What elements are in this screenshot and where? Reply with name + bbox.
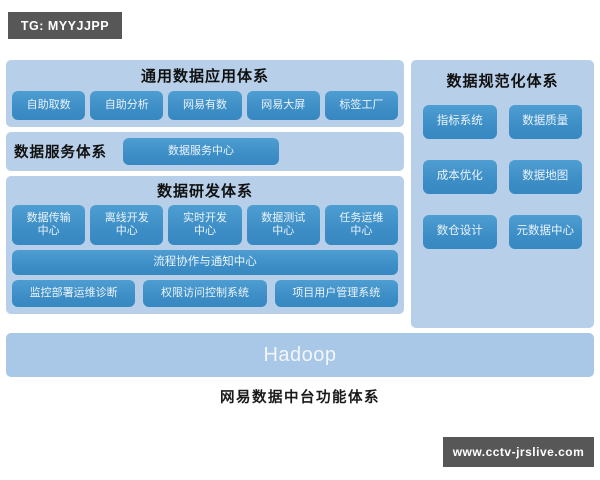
development-centers-row: 数据传输 中心 离线开发 中心 实时开发 中心 数据测试 中心 任务运维 中心 (12, 205, 399, 245)
chip-access-control-system[interactable]: 权限访问控制系统 (143, 280, 267, 307)
chip-data-service-center[interactable]: 数据服务中心 (123, 138, 279, 165)
watermark-top-left: TG: MYYJJPP (8, 12, 122, 39)
chip-warehouse-design[interactable]: 数仓设计 (423, 215, 497, 249)
chip-self-service-analysis[interactable]: 自助分析 (90, 91, 164, 120)
chip-data-transfer-center[interactable]: 数据传输 中心 (12, 205, 86, 245)
diagram-caption: 网易数据中台功能体系 (220, 390, 380, 406)
chip-realtime-development-center[interactable]: 实时开发 中心 (168, 205, 242, 245)
chip-netease-bigscreen[interactable]: 网易大屏 (246, 91, 320, 120)
chip-netease-youdata[interactable]: 网易有数 (168, 91, 242, 120)
chip-project-user-management-system[interactable]: 项目用户管理系统 (274, 280, 398, 307)
panel-service-system-title: 数据服务体系 (14, 145, 107, 161)
chip-task-operations-center[interactable]: 任务运维 中心 (324, 205, 399, 245)
development-system-rows: 数据传输 中心 离线开发 中心 实时开发 中心 数据测试 中心 任务运维 中心 … (12, 205, 399, 307)
panel-application-system: 通用数据应用体系 自助取数 自助分析 网易有数 网易大屏 标签工厂 (6, 60, 404, 127)
architecture-diagram: 通用数据应用体系 自助取数 自助分析 网易有数 网易大屏 标签工厂 数据服务体系… (0, 56, 600, 406)
left-column: 通用数据应用体系 自助取数 自助分析 网易有数 网易大屏 标签工厂 数据服务体系… (6, 60, 404, 328)
application-system-items: 自助取数 自助分析 网易有数 网易大屏 标签工厂 (12, 91, 399, 120)
panel-development-system: 数据研发体系 数据传输 中心 离线开发 中心 实时开发 中心 数据测试 中心 任… (6, 176, 404, 314)
panel-standardization-system: 数据规范化体系 指标系统 数据质量 成本优化 数据地图 数仓设计 元数据中心 (411, 60, 594, 328)
platform-bar-hadoop: Hadoop (6, 333, 594, 377)
chip-self-service-query[interactable]: 自助取数 (12, 91, 86, 120)
chip-workflow-notification-center[interactable]: 流程协作与通知中心 (12, 250, 398, 275)
diagram-columns: 通用数据应用体系 自助取数 自助分析 网易有数 网易大屏 标签工厂 数据服务体系… (6, 60, 594, 328)
chip-tag-factory[interactable]: 标签工厂 (324, 91, 399, 120)
standardization-system-items: 指标系统 数据质量 成本优化 数据地图 数仓设计 元数据中心 (423, 105, 582, 249)
development-systems-row: 监控部署运维诊断 权限访问控制系统 项目用户管理系统 (12, 280, 398, 307)
chip-metadata-center[interactable]: 元数据中心 (508, 215, 582, 249)
chip-data-quality[interactable]: 数据质量 (508, 105, 582, 139)
chip-cost-optimization[interactable]: 成本优化 (423, 160, 497, 194)
chip-data-testing-center[interactable]: 数据测试 中心 (246, 205, 320, 245)
panel-service-system: 数据服务体系 数据服务中心 (6, 132, 404, 171)
chip-metric-system[interactable]: 指标系统 (423, 105, 497, 139)
right-column: 数据规范化体系 指标系统 数据质量 成本优化 数据地图 数仓设计 元数据中心 (411, 60, 594, 328)
panel-standardization-system-title: 数据规范化体系 (446, 74, 559, 90)
watermark-bottom-right: www.cctv-jrslive.com (443, 437, 594, 467)
panel-application-system-title: 通用数据应用体系 (140, 69, 269, 85)
chip-monitoring-deployment-diagnosis[interactable]: 监控部署运维诊断 (12, 280, 136, 307)
chip-offline-development-center[interactable]: 离线开发 中心 (90, 205, 164, 245)
chip-data-map[interactable]: 数据地图 (508, 160, 582, 194)
panel-development-system-title: 数据研发体系 (156, 184, 253, 200)
